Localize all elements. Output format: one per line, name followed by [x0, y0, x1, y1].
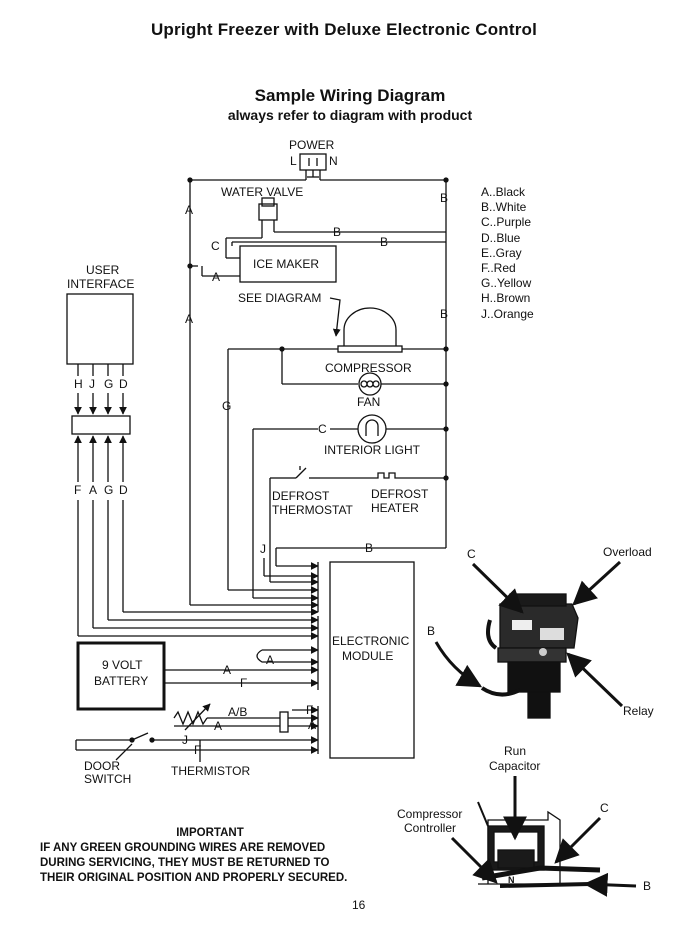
wire-label: J	[89, 377, 95, 391]
c-callout-label: C	[467, 547, 476, 561]
electronic-module-box	[329, 561, 415, 759]
wire-label: J	[260, 542, 266, 556]
see-diagram-label: SEE DIAGRAM	[238, 291, 321, 305]
important-heading: IMPORTANT	[176, 827, 244, 839]
terminal-n-label: N	[508, 875, 515, 885]
compressor-dome	[343, 307, 397, 346]
page-number: 16	[352, 898, 366, 912]
wire-label: C	[211, 239, 220, 253]
wire-label: A	[266, 653, 274, 667]
relay-label: Relay	[623, 704, 654, 718]
compressor-label: COMPRESSOR	[325, 361, 412, 375]
wire-label: F	[194, 743, 201, 757]
b-callout-label: B	[643, 879, 651, 893]
wire-label: A	[185, 203, 193, 217]
interior-light-label: INTERIOR LIGHT	[324, 443, 421, 457]
wire-label: B	[440, 307, 448, 321]
wire-label: B	[440, 191, 448, 205]
important-line: IF ANY GREEN GROUNDING WIRES ARE REMOVED	[40, 842, 326, 854]
compressor-controller-label-1: Compressor	[397, 807, 462, 821]
overload-relay-illustration	[480, 593, 579, 719]
power-label: POWER	[289, 138, 335, 152]
wire-label: A/B	[228, 705, 247, 719]
legend-item: J..Orange	[481, 306, 534, 321]
power-plug-icon	[299, 153, 327, 178]
compressor-base	[337, 345, 403, 353]
defrost-thermostat-label-1: DEFROST	[272, 489, 330, 503]
compressor-controller-illustration: N	[477, 801, 601, 888]
defrost-heater-icon	[372, 472, 400, 479]
wire-label: B	[380, 235, 388, 249]
wire-label: F	[306, 703, 313, 717]
wire-label: A	[214, 719, 222, 733]
wire-label: F	[74, 483, 81, 497]
legend-item: C..Purple	[481, 215, 532, 230]
wire-label: A	[308, 718, 316, 732]
thermistor-label: THERMISTOR	[171, 764, 250, 778]
wire-label: F	[240, 676, 247, 690]
important-note: IMPORTANT IF ANY GREEN GROUNDING WIRES A…	[40, 826, 360, 886]
wire-label: B	[365, 541, 373, 555]
legend-item: A..Black	[481, 185, 526, 199]
wire-label: D	[119, 483, 128, 497]
wire-label: A	[185, 312, 193, 326]
defrost-thermostat-label-2: THERMOSTAT	[272, 503, 354, 517]
ice-maker-label: ICE MAKER	[253, 257, 319, 271]
wire-label: H	[74, 377, 83, 391]
door-switch-label-2: SWITCH	[84, 772, 131, 786]
important-line: THEIR ORIGINAL POSITION AND PROPERLY SEC…	[40, 872, 348, 884]
diagram-title: Sample Wiring Diagram	[254, 86, 446, 105]
ice-maker-box	[239, 245, 337, 283]
wire-label: B	[333, 225, 341, 239]
water-valve-icon	[258, 197, 278, 228]
interior-light-icon	[357, 414, 387, 444]
legend-item: G..Yellow	[481, 276, 532, 291]
run-capacitor-label-1: Run	[504, 744, 526, 758]
wire-label: G	[104, 483, 113, 497]
door-switch-label-1: DOOR	[84, 759, 120, 773]
defrost-heater-label-1: DEFROST	[371, 487, 429, 501]
battery-label-2: BATTERY	[94, 674, 148, 688]
b-callout-label: B	[427, 624, 435, 638]
wire-label: A	[223, 663, 231, 677]
important-line: DURING SERVICING, THEY MUST BE RETURNED …	[40, 857, 330, 869]
water-valve-label: WATER VALVE	[221, 185, 303, 199]
c-callout-label: C	[600, 801, 609, 815]
battery-box	[76, 641, 166, 711]
page-title: Upright Freezer with Deluxe Electronic C…	[150, 20, 538, 39]
connector-block	[71, 415, 131, 435]
legend-item: E..Gray	[481, 245, 522, 260]
compressor-controller-label-2: Controller	[404, 821, 456, 835]
power-l-label: L	[290, 154, 297, 168]
color-legend: A..Black B..White C..Purple D..Blue E..G…	[481, 185, 534, 322]
legend-item: B..White	[481, 200, 527, 215]
power-n-label: N	[329, 154, 338, 168]
overload-label: Overload	[603, 545, 652, 559]
wire-label: C	[318, 422, 327, 436]
wire-label: A	[212, 270, 220, 284]
legend-item: F..Red	[481, 261, 516, 276]
thermistor-connector	[279, 711, 289, 733]
defrost-heater-label-2: HEATER	[371, 501, 419, 515]
user-interface-box	[66, 293, 134, 365]
wire-label: G	[222, 399, 231, 413]
electronic-module-label-2: MODULE	[342, 649, 393, 663]
wire-label: A	[89, 483, 97, 497]
user-interface-label-1: USER	[86, 263, 120, 277]
fan-icon	[358, 372, 382, 396]
run-capacitor-label-2: Capacitor	[489, 759, 540, 773]
legend-item: D..Blue	[481, 230, 521, 245]
battery-label-1: 9 VOLT	[102, 658, 143, 672]
defrost-thermostat-icon	[280, 466, 320, 479]
electronic-module-label-1: ELECTRONIC	[332, 634, 410, 648]
wire-label: G	[104, 377, 113, 391]
user-interface-label-2: INTERFACE	[67, 277, 134, 291]
wire-label: D	[119, 377, 128, 391]
legend-item: H..Brown	[481, 291, 531, 306]
fan-label: FAN	[357, 395, 380, 409]
wire-label: J	[182, 733, 188, 747]
diagram-note: always refer to diagram with product	[227, 107, 473, 123]
